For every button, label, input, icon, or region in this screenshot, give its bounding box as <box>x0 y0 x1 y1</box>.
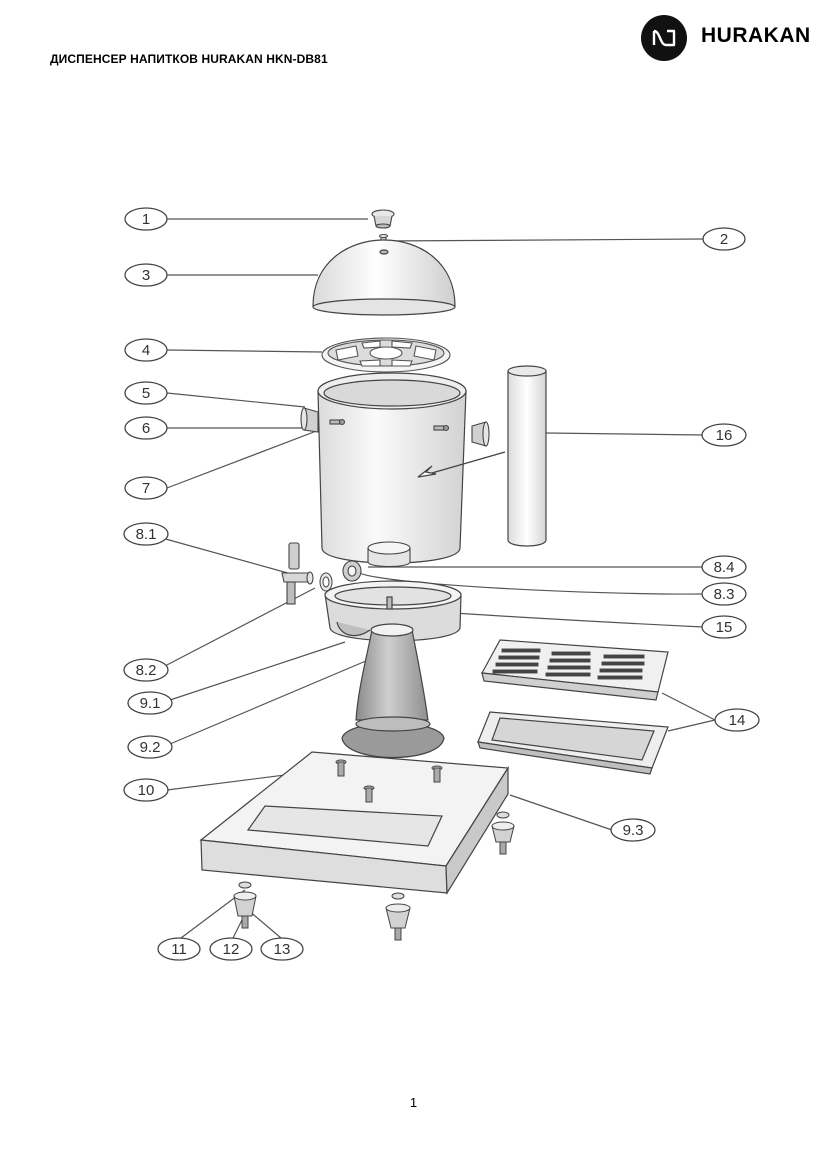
callout-9-2: 9.2 <box>127 735 173 759</box>
svg-text:16: 16 <box>716 427 733 444</box>
callout-12: 12 <box>209 937 253 961</box>
brand-logo: HURAKAN <box>641 15 811 61</box>
svg-text:7: 7 <box>142 480 150 497</box>
part-drip-tray <box>477 711 669 775</box>
svg-text:14: 14 <box>729 712 746 729</box>
part-gasket <box>319 572 333 592</box>
svg-text:4: 4 <box>142 342 150 359</box>
callout-6: 6 <box>124 416 168 440</box>
part-pedestal <box>341 623 445 758</box>
svg-text:11: 11 <box>171 941 187 958</box>
callout-11: 11 <box>157 937 201 961</box>
part-handles <box>300 407 490 447</box>
callout-8-1: 8.1 <box>123 522 169 546</box>
callout-5: 5 <box>124 381 168 405</box>
callout-2: 2 <box>702 227 746 251</box>
callout-3: 3 <box>124 263 168 287</box>
part-tap <box>281 542 314 605</box>
part-base-plate <box>199 751 510 895</box>
callout-13: 13 <box>260 937 304 961</box>
svg-text:9.3: 9.3 <box>623 822 644 839</box>
svg-text:8.1: 8.1 <box>136 526 157 543</box>
hurakan-logo-icon <box>641 15 687 61</box>
part-dome-lid <box>312 239 456 316</box>
svg-text:5: 5 <box>142 385 150 402</box>
part-cooling-tube <box>507 365 547 547</box>
svg-text:8.4: 8.4 <box>714 559 735 576</box>
part-drip-tray-grill <box>481 639 669 701</box>
brand-name: HURAKAN <box>701 24 811 47</box>
document-title: ДИСПЕНСЕР НАПИТКОВ HURAKAN HKN-DB81 <box>50 52 328 66</box>
part-main-tank <box>317 372 506 564</box>
leader-lines <box>161 218 716 939</box>
svg-text:9.2: 9.2 <box>140 739 161 756</box>
svg-text:9.1: 9.1 <box>140 695 161 712</box>
svg-text:8.2: 8.2 <box>136 662 157 679</box>
part-drain-fittings <box>342 541 411 582</box>
callout-8-3: 8.3 <box>701 582 747 606</box>
svg-text:6: 6 <box>142 420 150 437</box>
callout-14: 14 <box>714 708 760 732</box>
svg-text:12: 12 <box>223 941 240 958</box>
callout-4: 4 <box>124 338 168 362</box>
callout-1: 1 <box>124 207 168 231</box>
part-base-screws <box>335 759 443 803</box>
callout-16: 16 <box>701 423 747 447</box>
callouts: 1 2 3 4 5 6 7 8.1 8.2 8.4 8.3 15 16 9.1 … <box>123 207 760 961</box>
callout-7: 7 <box>124 476 168 500</box>
svg-text:3: 3 <box>142 267 150 284</box>
part-knob <box>371 209 395 229</box>
svg-text:8.3: 8.3 <box>714 586 735 603</box>
part-drip-collar <box>324 580 462 642</box>
svg-text:1: 1 <box>142 211 150 228</box>
svg-text:15: 15 <box>716 619 733 636</box>
part-ice-core-insert <box>321 337 451 373</box>
callout-15: 15 <box>701 615 747 639</box>
page-number: 1 <box>409 1095 418 1110</box>
callout-8-2: 8.2 <box>123 658 169 682</box>
callout-9-3: 9.3 <box>610 818 656 842</box>
callout-9-1: 9.1 <box>127 691 173 715</box>
svg-text:13: 13 <box>274 941 291 958</box>
callout-8-4: 8.4 <box>701 555 747 579</box>
part-feet <box>233 811 515 941</box>
svg-text:10: 10 <box>138 782 155 799</box>
svg-text:2: 2 <box>720 231 728 248</box>
callout-10: 10 <box>123 778 169 802</box>
